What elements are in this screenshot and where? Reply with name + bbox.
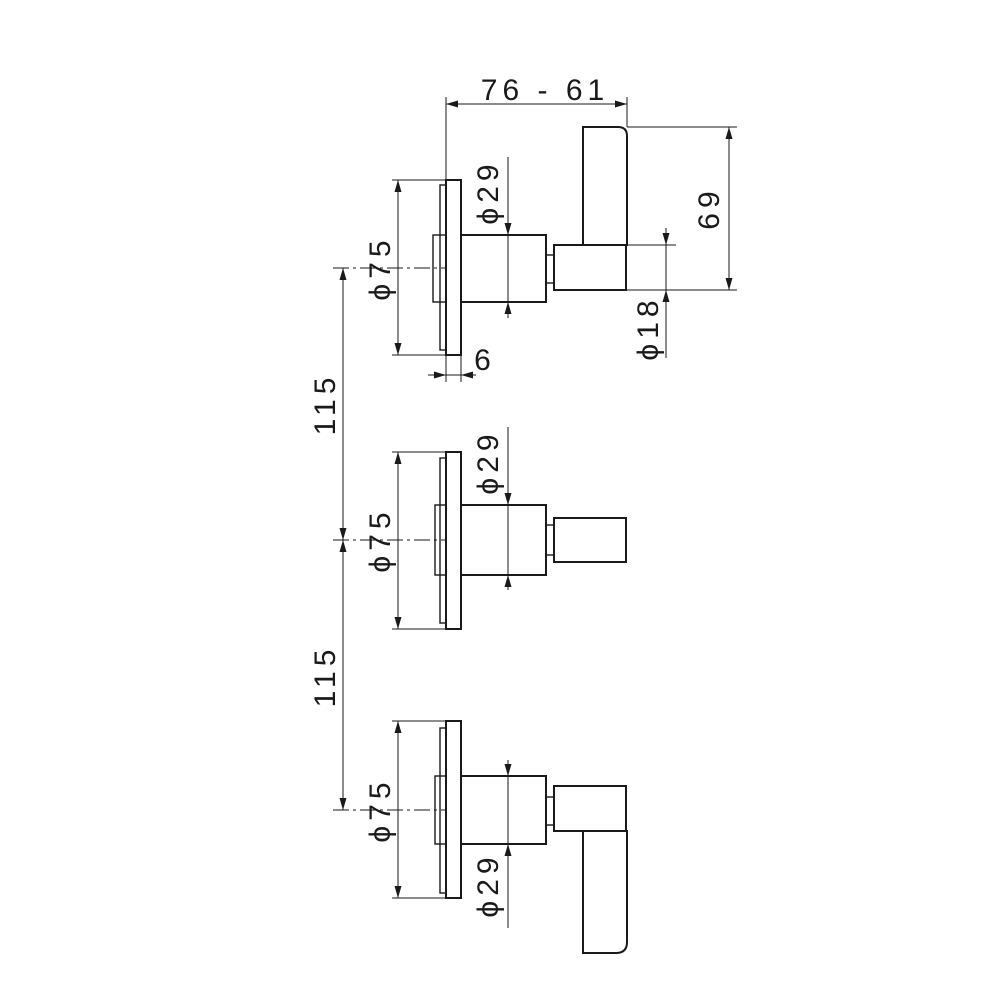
top-wall-plate [445, 179, 462, 356]
bottom-lever-handle [582, 830, 628, 954]
bottom-handle-spindle [553, 785, 627, 832]
dimension-top-plate-diameter-label: ϕ75 [364, 235, 397, 300]
bottom-body-collar [545, 796, 555, 826]
dimension-handle-projection: 76 - 61 [445, 74, 628, 180]
top-valve-body [460, 234, 547, 303]
dimension-handle-height-label: 69 [693, 186, 726, 229]
dimension-spacing-lower: 115 [309, 540, 347, 810]
dimension-handle-height: 69 [627, 126, 737, 291]
middle-plate-boss [434, 504, 447, 576]
dimension-spindle-diameter: ϕ18 [626, 228, 676, 361]
dimension-bottom-body-diameter: ϕ29 [472, 760, 512, 928]
dimension-handle-projection-label: 76 - 61 [481, 74, 609, 107]
dimension-spacing-upper-label: 115 [309, 373, 342, 436]
bottom-wall-plate [445, 720, 462, 899]
middle-handle-spindle [553, 517, 627, 563]
dimension-bottom-plate-diameter: ϕ75 [364, 720, 446, 899]
middle-valve [333, 451, 627, 630]
bottom-valve [333, 720, 628, 954]
dimension-middle-plate-diameter: ϕ75 [364, 451, 446, 630]
top-lever-handle [582, 126, 628, 246]
dimension-top-body-diameter: ϕ29 [472, 157, 512, 318]
dimension-plate-thickness: 6 [428, 344, 496, 382]
dimension-middle-plate-diameter-label: ϕ75 [364, 507, 397, 572]
dimension-plate-thickness-label: 6 [474, 344, 496, 377]
dimension-bottom-body-diameter-label: ϕ29 [472, 852, 505, 917]
dimension-top-plate-diameter: ϕ75 [364, 179, 446, 356]
top-handle-spindle [553, 244, 627, 291]
dimension-middle-body-diameter-label: ϕ29 [472, 429, 505, 494]
dimension-middle-body-diameter: ϕ29 [472, 427, 512, 590]
dimension-spindle-diameter-label: ϕ18 [632, 295, 665, 360]
top-body-collar [545, 254, 555, 284]
dimension-spacing-lower-label: 115 [309, 645, 342, 708]
middle-wall-plate [445, 451, 462, 630]
top-valve [333, 126, 628, 356]
bottom-valve-body [460, 775, 547, 845]
middle-valve-body [460, 504, 547, 576]
bottom-plate-boss [434, 775, 447, 845]
dimension-top-body-diameter-label: ϕ29 [472, 159, 505, 224]
dimension-bottom-plate-diameter-label: ϕ75 [364, 777, 397, 842]
top-plate-boss [432, 234, 447, 303]
dimension-spacing-upper: 115 [309, 268, 347, 540]
middle-body-collar [545, 524, 555, 556]
